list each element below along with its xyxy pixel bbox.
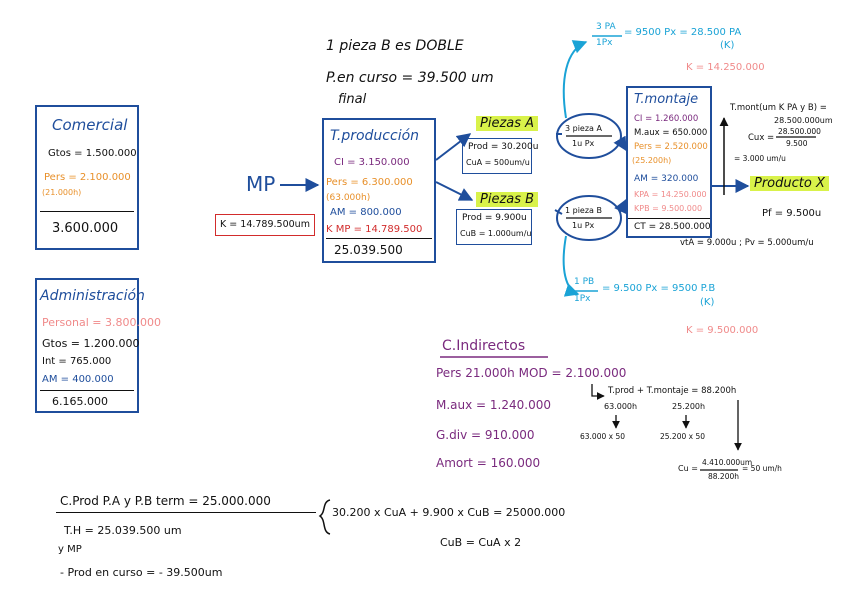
bottom-calc-eq: = 9.500 Px = 9500 P.B: [602, 283, 716, 294]
comercial-hours: (21.000h): [42, 188, 82, 197]
produccion-box: [322, 118, 436, 263]
cprod-eq2: CuB = CuA x 2: [440, 536, 522, 549]
cprod-curso: - Prod en curso = - 39.500um: [60, 566, 223, 579]
montaje-box: [626, 86, 712, 238]
comercial-title: Comercial: [52, 116, 128, 134]
top-calc-eq: = 9500 Px = 28.500 PA: [624, 27, 742, 38]
indirectos-h2: 25.200h: [672, 402, 706, 411]
indirectos-m2: 25.200 x 50: [660, 432, 705, 441]
note-pieza-b-doble: 1 pieza B es DOBLE: [326, 38, 464, 54]
montaje-pers: Pers = 2.520.000: [634, 142, 708, 152]
produccion-total: 25.039.500: [334, 243, 403, 257]
montaje-title: T.montaje: [634, 92, 699, 107]
cprod-th: T.H = 25.039.500 um: [64, 524, 182, 537]
cprod-mp: y MP: [58, 544, 82, 555]
produccion-hours: (63.000h): [326, 193, 371, 203]
piezas-a-prod: Prod = 30.200u: [468, 142, 539, 152]
produccion-kmp: K MP = 14.789.500: [326, 224, 423, 235]
producto-vta: vtA = 9.000u ; Pv = 5.000um/u: [680, 238, 814, 248]
montaje-kpb: KPB = 9.500.000: [634, 204, 703, 213]
producto-x-label: Producto X: [750, 176, 829, 191]
produccion-ci: CI = 3.150.000: [334, 157, 410, 168]
tmont-val: 28.500.000um: [774, 116, 833, 125]
piezas-b-box: [456, 209, 532, 245]
comercial-box: [35, 105, 139, 250]
comercial-pers: Pers = 2.100.000: [44, 172, 131, 183]
produccion-title: T.producción: [330, 128, 420, 144]
ratio-a-top: 3 pieza A: [565, 124, 602, 133]
bottom-frac-den: 1Px: [574, 294, 591, 304]
piezas-b-title: Piezas B: [476, 192, 539, 207]
indirectos-amort: Amort = 160.000: [436, 456, 541, 470]
cprod-title: C.Prod P.A y P.B term = 25.000.000: [60, 494, 271, 508]
administracion-box: [35, 278, 139, 413]
top-calc-k: (K): [720, 40, 735, 51]
tmont-cux-den: 9.500: [786, 139, 808, 148]
comercial-gtos: Gtos = 1.500.000: [48, 148, 137, 159]
indirectos-pers: Pers 21.000h MOD = 2.100.000: [436, 366, 627, 380]
piezas-b-prod: Prod = 9.900u: [462, 213, 527, 223]
ratio-a-bottom: 1u Px: [572, 139, 595, 148]
montaje-ci: CI = 1.260.000: [634, 114, 699, 124]
piezas-b-cu: CuB = 1.000um/u: [460, 229, 532, 238]
bottom-frac-num: 1 PB: [574, 277, 595, 287]
note-final: final: [338, 92, 367, 107]
admin-am: AM = 400.000: [42, 374, 114, 385]
indirectos-title: C.Indirectos: [442, 338, 526, 354]
ratio-b-top: 1 pieza B: [565, 206, 602, 215]
indirectos-maux: M.aux = 1.240.000: [436, 398, 551, 412]
indirectos-h1: 63.000h: [604, 402, 638, 411]
tmont-title: T.mont(um K PA y B) =: [730, 103, 827, 113]
administracion-title: Administración: [40, 288, 145, 304]
piezas-a-box: [462, 138, 532, 174]
produccion-pers: Pers = 6.300.000: [326, 177, 413, 188]
top-frac-num: 3 PA: [596, 22, 616, 32]
piezas-a-cu: CuA = 500um/u: [466, 158, 530, 167]
ratio-b-bottom: 1u Px: [572, 221, 595, 230]
tmont-cux-num: 28.500.000: [778, 127, 821, 136]
arrow-to-piezas-b: [435, 181, 474, 201]
admin-int: Int = 765.000: [42, 356, 112, 367]
indirectos-cu-den: 88.200h: [708, 472, 739, 481]
indirectos-gdiv: G.div = 910.000: [436, 428, 535, 442]
indirectos-cu-res: = 50 um/h: [742, 464, 782, 473]
cprod-eq1: 30.200 x CuA + 9.900 x CuB = 25000.000: [332, 506, 566, 519]
admin-gtos: Gtos = 1.200.000: [42, 337, 140, 350]
indirectos-cu-label: Cu =: [678, 464, 698, 473]
montaje-ct: CT = 28.500.000: [634, 222, 711, 232]
top-frac-den: 1Px: [596, 38, 613, 48]
comercial-total: 3.600.000: [52, 221, 119, 236]
indirectos-m1: 63.000 x 50: [580, 432, 625, 441]
mp-label: MP: [246, 172, 276, 196]
bottom-calc-k: (K): [700, 297, 715, 308]
indirectos-cu-num: 4.410.000um: [702, 458, 753, 467]
montaje-am: AM = 320.000: [634, 174, 699, 184]
producto-pf: Pf = 9.500u: [762, 208, 822, 219]
top-calc-kpa: K = 14.250.000: [686, 62, 765, 73]
montaje-kpa: KPA = 14.250.000: [634, 190, 707, 199]
admin-total: 6.165.000: [52, 395, 108, 408]
produccion-am: AM = 800.000: [330, 207, 402, 218]
note-prod-en-curso: P.en curso = 39.500 um: [326, 70, 494, 86]
montaje-maux: M.aux = 650.000: [634, 128, 708, 138]
tmont-cux-label: Cux =: [748, 133, 775, 143]
tmont-cux-res: = 3.000 um/u: [734, 154, 786, 163]
ratio-b-circle: [556, 195, 622, 241]
indirectos-tprod: T.prod + T.montaje = 88.200h: [608, 386, 737, 396]
piezas-a-title: Piezas A: [476, 116, 539, 131]
bottom-calc-kpb: K = 9.500.000: [686, 325, 759, 336]
mp-k-box: K = 14.789.500um: [215, 214, 315, 236]
admin-personal: Personal = 3.800.000: [42, 316, 161, 329]
montaje-hours: (25.200h): [632, 156, 672, 165]
